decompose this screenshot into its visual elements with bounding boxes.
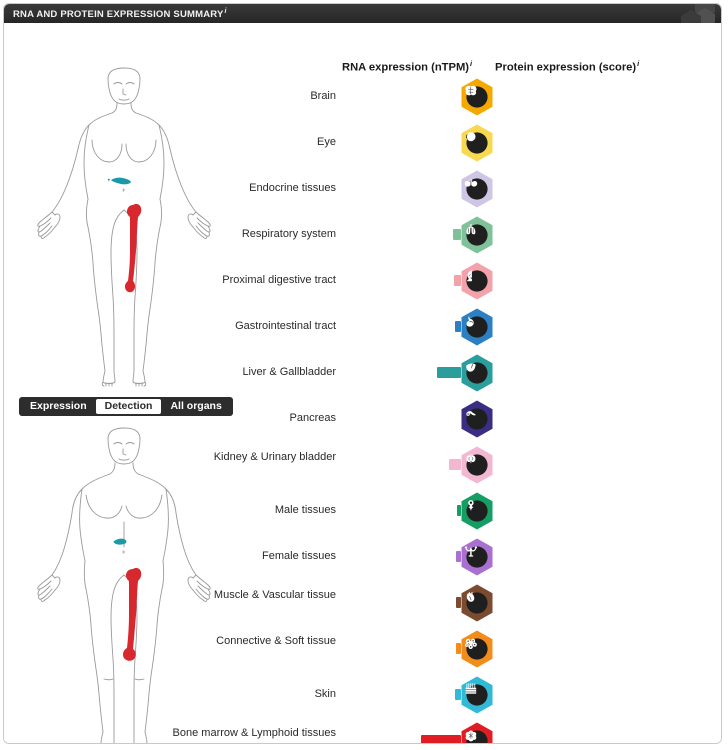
adipose-icon[interactable]: [459, 629, 495, 669]
pancreas-highlight: [113, 538, 127, 545]
tissue-label: Skin: [314, 688, 336, 700]
column-header-protein-text: Protein expression (score): [495, 61, 637, 74]
skin-icon[interactable]: [459, 675, 495, 715]
tissue-row[interactable]: Gastrointestinal tract: [4, 307, 721, 353]
rna-expression-bar[interactable]: [456, 597, 461, 608]
toggle-detection[interactable]: Detection: [95, 399, 162, 414]
lungs-icon[interactable]: [459, 215, 495, 255]
female-body-figure[interactable]: [26, 67, 222, 392]
view-toggle-bar[interactable]: Expression Detection All organs: [19, 397, 233, 416]
mouth-icon[interactable]: [459, 261, 495, 301]
toggle-expression[interactable]: Expression: [30, 400, 87, 413]
column-header-rna: RNA expression (nTPM)i: [342, 59, 472, 74]
panel-header: RNA AND PROTEIN EXPRESSION SUMMARYi: [4, 4, 721, 23]
tissue-label: Liver & Gallbladder: [242, 366, 336, 378]
eye-icon[interactable]: [459, 123, 495, 163]
tissue-label: Brain: [310, 90, 336, 102]
tissue-row[interactable]: Skin: [4, 675, 721, 721]
expression-summary-panel: RNA AND PROTEIN EXPRESSION SUMMARYi RNA …: [3, 3, 722, 744]
rna-expression-bar[interactable]: [457, 505, 461, 516]
rna-expression-bar[interactable]: [421, 735, 461, 743]
info-superscript-icon[interactable]: i: [637, 59, 640, 68]
tissue-label: Muscle & Vascular tissue: [213, 589, 336, 601]
tissue-row[interactable]: Kidney & Urinary bladder: [4, 445, 721, 491]
rna-expression-bar[interactable]: [456, 551, 461, 562]
tissue-label: Female tissues: [262, 550, 336, 562]
info-superscript-icon[interactable]: i: [470, 59, 473, 68]
panel-title-text: RNA AND PROTEIN EXPRESSION SUMMARY: [13, 9, 224, 21]
hexagon-logo-icon: [675, 4, 719, 23]
tissue-label: Pancreas: [289, 412, 336, 424]
thyroid-icon[interactable]: [459, 169, 495, 209]
brain-icon[interactable]: [459, 77, 495, 117]
info-superscript-icon[interactable]: i: [224, 8, 227, 15]
rna-expression-bar[interactable]: [455, 689, 461, 700]
rna-expression-bar[interactable]: [449, 459, 461, 470]
tissue-row[interactable]: Pancreas: [4, 399, 721, 445]
tissue-row[interactable]: Eye: [4, 123, 721, 169]
tissue-label: Bone marrow & Lymphoid tissues: [172, 727, 336, 739]
column-header-protein: Protein expression (score)i: [495, 59, 639, 74]
prostate-icon[interactable]: [459, 491, 495, 531]
rna-expression-bar[interactable]: [455, 321, 461, 332]
kidneys-icon[interactable]: [459, 445, 495, 485]
bone-marrow-highlight: [124, 204, 142, 293]
rna-expression-bar[interactable]: [456, 643, 461, 654]
pancreas-icon[interactable]: [459, 399, 495, 439]
panel-title: RNA AND PROTEIN EXPRESSION SUMMARYi: [13, 8, 227, 20]
tissue-row[interactable]: Bone marrow & Lymphoid tissues: [4, 721, 721, 743]
tissue-row[interactable]: Male tissues: [4, 491, 721, 537]
toggle-all-organs[interactable]: All organs: [170, 400, 222, 413]
panel-body: RNA expression (nTPM)i Protein expressio…: [4, 23, 721, 743]
tissue-row[interactable]: Proximal digestive tract: [4, 261, 721, 307]
rna-expression-bar[interactable]: [454, 275, 461, 286]
bone-marrow-icon[interactable]: [459, 721, 495, 743]
tissue-row[interactable]: Endocrine tissues: [4, 169, 721, 215]
tissue-label: Proximal digestive tract: [222, 274, 336, 286]
tissue-label: Respiratory system: [241, 228, 336, 240]
rna-expression-bar[interactable]: [437, 367, 461, 378]
tissue-row[interactable]: Liver & Gallbladder: [4, 353, 721, 399]
tissue-row[interactable]: Muscle & Vascular tissue: [4, 583, 721, 629]
rna-expression-bar[interactable]: [453, 229, 461, 240]
tissue-label: Male tissues: [274, 504, 336, 516]
liver-icon[interactable]: [459, 353, 495, 393]
tissue-row[interactable]: Respiratory system: [4, 215, 721, 261]
heart-icon[interactable]: [459, 583, 495, 623]
tissue-label: Eye: [317, 136, 336, 148]
tissue-label: Kidney & Urinary bladder: [213, 451, 336, 463]
male-body-figure[interactable]: [26, 427, 222, 743]
tissue-label: Endocrine tissues: [249, 182, 336, 194]
uterus-icon[interactable]: [459, 537, 495, 577]
stomach-icon[interactable]: [459, 307, 495, 347]
tissue-label: Gastrointestinal tract: [235, 320, 336, 332]
tissue-row[interactable]: Brain: [4, 77, 721, 123]
tissue-label: Connective & Soft tissue: [216, 635, 336, 647]
tissue-row[interactable]: Connective & Soft tissue: [4, 629, 721, 675]
column-header-rna-text: RNA expression (nTPM): [342, 61, 470, 74]
pancreas-highlight: [107, 177, 131, 185]
bone-marrow-highlight: [123, 568, 142, 661]
tissue-row[interactable]: Female tissues: [4, 537, 721, 583]
